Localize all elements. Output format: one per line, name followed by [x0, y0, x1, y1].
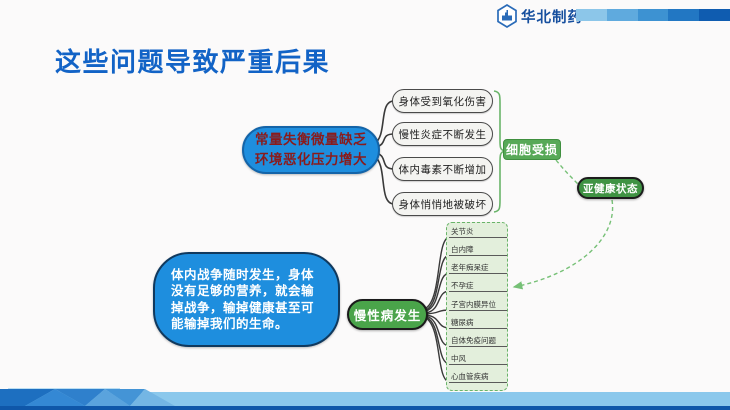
- company-logo: 华北制药: [496, 4, 583, 28]
- disease-item-cardiovascular: 心血管疾病: [449, 372, 507, 383]
- cause-node-line1: 常量失衡微量缺乏: [255, 132, 367, 148]
- chronic-disease-node: 慢性病发生: [347, 299, 428, 330]
- slide-title: 这些问题导致严重后果: [55, 47, 331, 77]
- disease-item-infertility: 不孕症: [449, 281, 507, 292]
- footer-bar: [0, 392, 730, 406]
- company-logo-icon: [497, 4, 517, 28]
- subhealth-node: 亚健康状态: [577, 177, 644, 199]
- disease-list-box: [446, 222, 508, 391]
- disease-item-arthritis: 关节炎: [449, 227, 507, 238]
- disease-item-cataract: 白内障: [449, 245, 507, 256]
- body-war-node: 体内战争随时发生，身体没有足够的营养，就会输掉战争，输掉健康甚至可能输掉我们的生…: [153, 252, 340, 347]
- company-logo-text: 华北制药: [521, 9, 583, 26]
- disease-item-autoimmune: 自体免疫问题: [449, 336, 507, 347]
- cause-node: 常量失衡微量缺乏 环境恶化压力增大: [242, 126, 380, 174]
- header-gradient-bar: [576, 9, 730, 21]
- effect-node-damage: 身体悄悄地被破坏: [392, 192, 493, 216]
- effect-node-toxins: 体内毒素不断增加: [392, 157, 493, 181]
- disease-item-stroke: 中风: [449, 354, 507, 365]
- cause-node-line2: 环境恶化压力增大: [255, 152, 367, 167]
- cell-damage-node: 细胞受损: [503, 139, 561, 160]
- footer-triangle-mosaic: [0, 389, 175, 406]
- disease-item-diabetes: 糖尿病: [449, 318, 507, 329]
- effect-node-inflammation: 慢性炎症不断发生: [392, 122, 493, 146]
- disease-item-dementia: 老年痴呆症: [449, 263, 507, 274]
- footer-bottom-line: [0, 406, 730, 410]
- disease-item-endometriosis: 子宫内膜异位: [449, 300, 507, 311]
- effect-node-oxidation: 身体受到氧化伤害: [392, 89, 493, 113]
